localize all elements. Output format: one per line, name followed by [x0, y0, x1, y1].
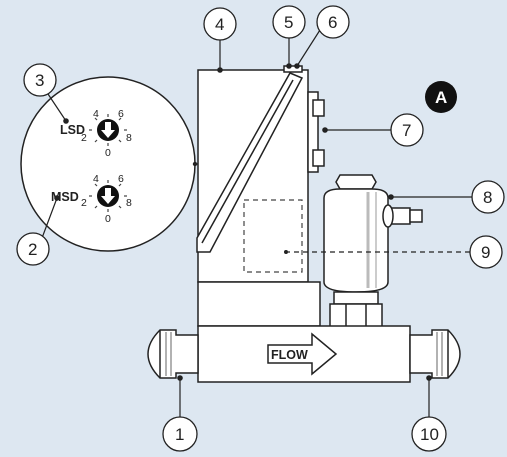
leader-lines [41, 29, 472, 417]
control-valve [323, 174, 423, 329]
msd-digit-8: 8 [126, 197, 132, 209]
valve-nut [335, 174, 377, 190]
msd-digit-2: 2 [81, 197, 87, 209]
top-housing [197, 69, 309, 283]
callouts: 1 2 3 4 5 6 7 8 [16, 5, 505, 452]
flow-label: FLOW [271, 348, 308, 362]
svg-text:5: 5 [284, 13, 293, 32]
callout-10: 10 [411, 416, 447, 452]
lsd-digit-2: 2 [81, 132, 87, 144]
lsd-label: LSD [60, 123, 85, 137]
callout-9: 9 [469, 235, 503, 269]
internal-sensor-box [243, 199, 303, 273]
msd-dial: 4 6 2 8 0 [81, 173, 132, 225]
callout-7: 7 [390, 113, 424, 147]
svg-text:1: 1 [175, 425, 184, 444]
svg-text:A: A [435, 88, 447, 107]
flow-arrow: FLOW [267, 332, 338, 376]
lsd-digit-4: 4 [93, 108, 99, 120]
callout-4: 4 [203, 7, 237, 41]
msd-digit-4: 4 [93, 173, 99, 185]
msd-digit-6: 6 [118, 173, 124, 185]
callout-8: 8 [471, 180, 505, 214]
side-connector-strip [307, 91, 319, 173]
svg-text:2: 2 [28, 240, 37, 259]
lsd-digit-6: 6 [118, 108, 124, 120]
callout-1: 1 [162, 416, 198, 452]
msd-ticks [89, 180, 127, 212]
lsd-digit-8: 8 [126, 132, 132, 144]
valve-cylinder [323, 188, 389, 293]
lsd-dial: 4 6 2 8 0 [81, 108, 132, 159]
msd-digit-0: 0 [105, 213, 111, 225]
diagonal-indicator-strip [196, 72, 304, 253]
valve-stem-lower [329, 303, 383, 329]
lsd-digit-0: 0 [105, 147, 111, 159]
callout-5: 5 [272, 5, 306, 39]
callout-6: 6 [316, 5, 350, 39]
svg-text:8: 8 [483, 188, 492, 207]
svg-text:9: 9 [481, 243, 490, 262]
svg-text:6: 6 [328, 13, 337, 32]
badge-a: A [425, 81, 457, 113]
lsd-ticks [89, 114, 127, 146]
callout-3: 3 [23, 63, 57, 97]
side-connector-tab-top [312, 99, 325, 117]
svg-text:7: 7 [402, 121, 411, 140]
valve-stem-upper [333, 291, 379, 305]
side-connector-tab-bottom [312, 149, 325, 167]
svg-text:3: 3 [35, 71, 44, 90]
callout-2: 2 [16, 232, 50, 266]
svg-text:10: 10 [420, 425, 439, 444]
inlet-fitting [147, 329, 199, 379]
top-fitting [283, 65, 303, 73]
internal-sensor-dot [284, 250, 288, 254]
device-body [197, 65, 325, 327]
outlet-fitting [409, 329, 461, 379]
sensor-block [197, 281, 321, 327]
svg-text:4: 4 [215, 15, 224, 34]
